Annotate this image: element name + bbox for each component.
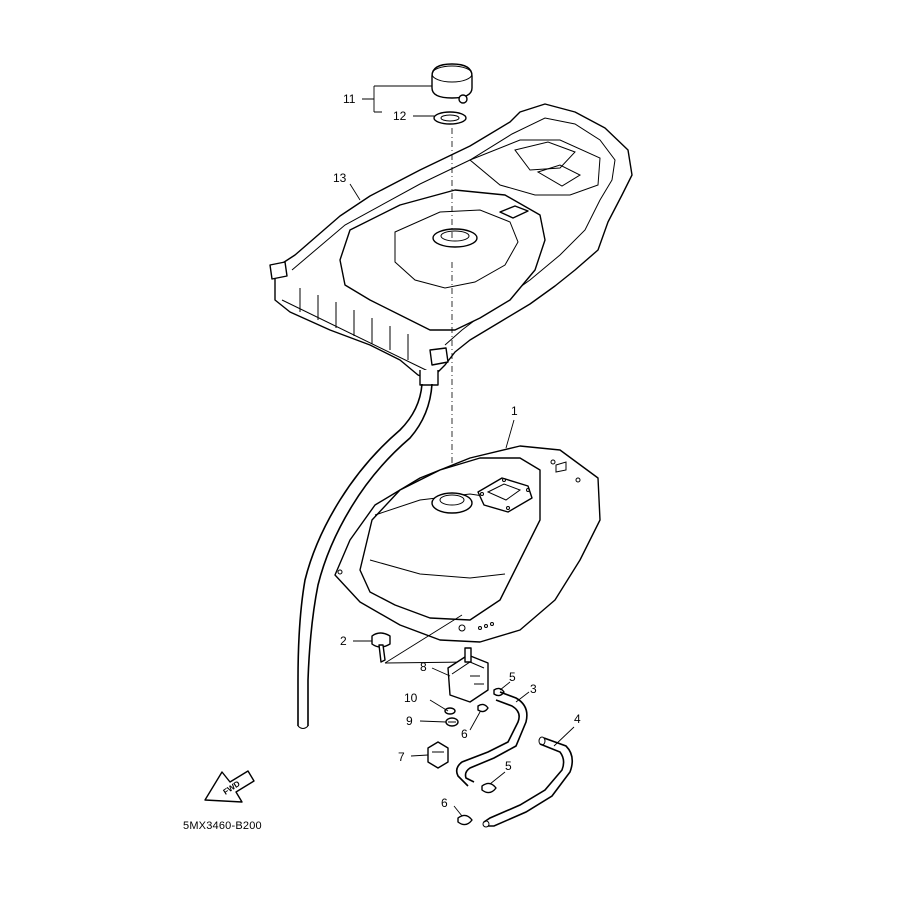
callout-4: 4 [574,712,581,726]
callout-13: 13 [333,171,347,185]
hose-clip-part-5-lower[interactable] [481,782,497,794]
hose-clip-part-6-lower[interactable] [457,814,473,826]
callout-5-upper: 5 [509,670,516,684]
vent-hose-part-4[interactable] [482,736,574,828]
callout-7: 7 [398,750,405,764]
callout-1: 1 [511,404,518,418]
callout-8: 8 [420,660,427,674]
screw-part-9[interactable] [445,717,459,727]
bolt-part-2[interactable] [371,632,391,663]
hose-clip-part-6-upper[interactable] [477,703,489,713]
callout-3: 3 [530,682,537,696]
fuel-cock-part-8[interactable] [447,647,489,703]
fwd-arrow-icon: FWD [204,770,255,803]
callout-11: 11 [343,92,356,106]
callout-leaders [349,85,575,817]
gasket-part-12[interactable] [433,111,467,125]
callout-6-lower: 6 [441,796,448,810]
hose-holder-part-7[interactable] [427,741,449,769]
callout-5-lower: 5 [505,759,512,773]
fuel-hose-part-3[interactable] [455,691,528,787]
drawing-code: 5MX3460-B200 [183,820,262,832]
callout-12: 12 [393,109,407,123]
fuel-tank-part-1[interactable] [334,445,601,643]
washer-part-10[interactable] [444,707,456,715]
breather-hose[interactable] [297,383,433,729]
callout-2: 2 [340,634,347,648]
callout-10: 10 [404,691,418,705]
hose-clip-part-5-upper[interactable] [493,687,505,697]
tank-cover-part-13[interactable] [269,103,633,386]
callout-9: 9 [406,714,413,728]
filler-cap-part-11[interactable] [431,63,473,104]
callout-6-upper: 6 [461,727,468,741]
